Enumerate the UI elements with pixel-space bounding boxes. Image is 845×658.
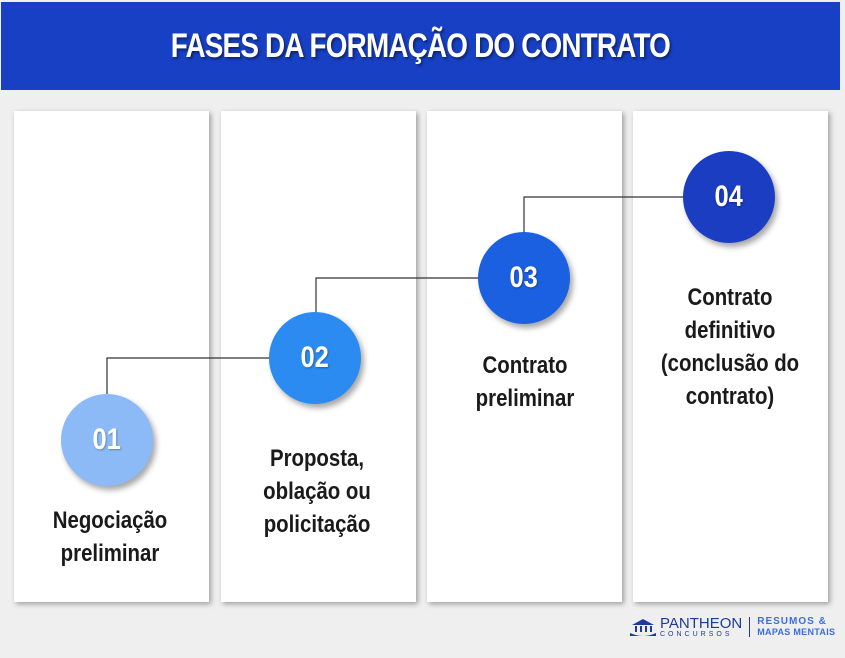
phase-label-2: Proposta, oblação ou policitação (263, 445, 371, 538)
temple-icon (630, 619, 656, 636)
phase-card-1 (14, 111, 209, 602)
phase-number-circle-3: 03 (478, 232, 570, 324)
tagline-2: MAPAS MENTAIS (757, 627, 836, 637)
page-title: FASES DA FORMAÇÃO DO CONTRATO (170, 26, 671, 65)
tagline-1: RESUMOS & (757, 616, 827, 627)
connector-2-3 (315, 277, 510, 318)
header-banner: FASES DA FORMAÇÃO DO CONTRATO (1, 2, 840, 90)
brand-name: PANTHEON (660, 615, 743, 632)
phase-number-circle-4: 04 (683, 151, 775, 243)
phase-number-circle-1: 01 (61, 394, 153, 486)
phase-label-4: Contrato definitivo (conclusão do contra… (660, 284, 800, 410)
pantheon-logo: PANTHEON CONCURSOS RESUMOS & MAPAS MENTA… (630, 616, 835, 638)
brand-sub: CONCURSOS (660, 631, 733, 638)
phase-number-circle-2: 02 (269, 312, 361, 404)
logo-divider (749, 617, 751, 637)
phase-label-1: Negociação preliminar (52, 507, 168, 567)
connector-1-2 (106, 357, 300, 400)
phase-card-3 (427, 111, 622, 602)
phase-label-3: Contrato preliminar (475, 352, 575, 412)
connector-3-4 (523, 196, 715, 238)
